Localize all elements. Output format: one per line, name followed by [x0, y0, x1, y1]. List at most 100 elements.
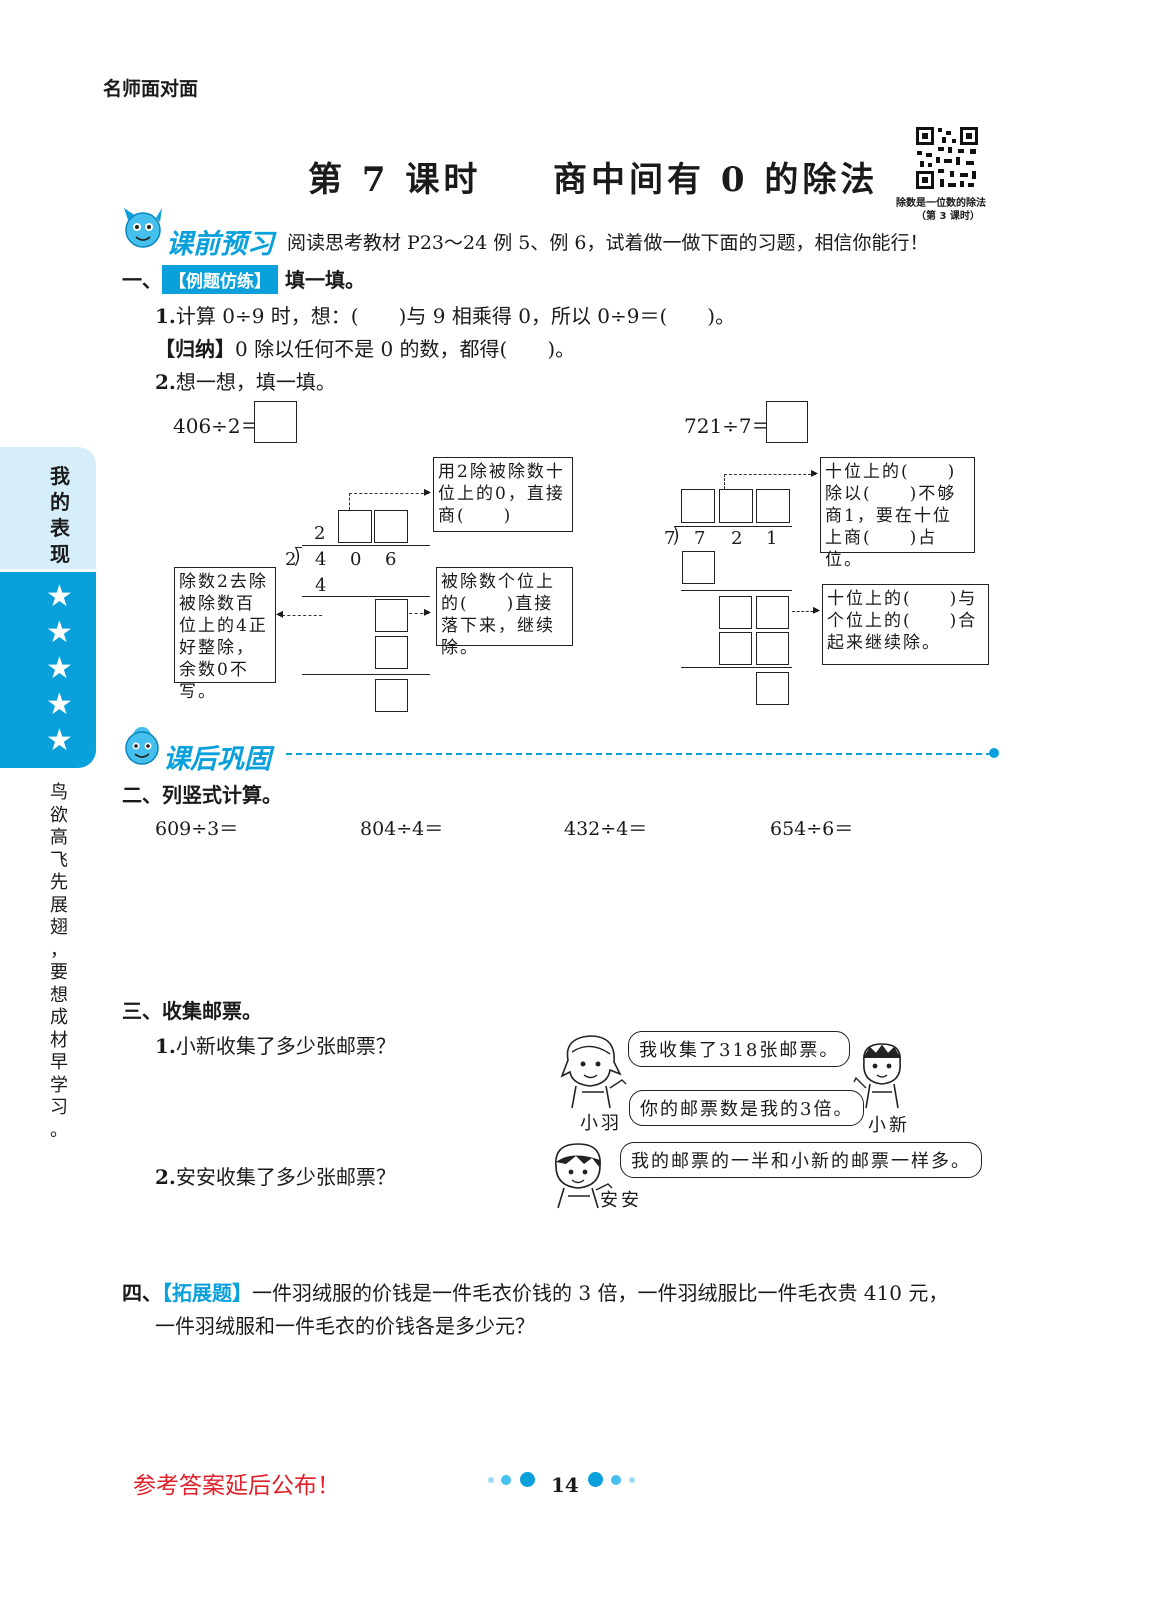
right-note-mid: 十位上的( )与个位上的( )合起来继续除。	[822, 584, 989, 665]
right-step-box-2[interactable]	[719, 596, 752, 629]
arrow-right-icon: ▸	[811, 465, 819, 481]
summary: 【归纳】0 除以任何不是 0 的数，都得( )。	[155, 333, 575, 362]
right-answer-box[interactable]	[766, 401, 808, 443]
right-step-box-3[interactable]	[756, 596, 789, 629]
left-arrow-top-h	[349, 493, 429, 494]
name-xiaoxin: 小新	[868, 1115, 910, 1136]
left-note-mid: 被除数个位上的( )直接落下来，继续除。	[436, 567, 573, 658]
right-step-box-1[interactable]	[682, 551, 715, 584]
series-name: 名师面对面	[103, 78, 199, 100]
example-tag: 【例题仿练】	[162, 265, 278, 294]
left-quotient-box-tens[interactable]	[338, 510, 372, 543]
lesson-topic: 商中间有 0 的除法	[553, 160, 879, 200]
arrow-right-icon: ▸	[424, 484, 432, 500]
star-icon[interactable]: ★	[46, 651, 73, 686]
question1-text: 计算 0÷9 时，想：( )与 9 相乘得 0，所以 0÷9＝( )。	[175, 304, 736, 328]
right-rule-2	[681, 667, 792, 668]
section4-number: 四、	[122, 1281, 162, 1305]
sidebar-label-panel	[0, 447, 96, 569]
stamp-question1: 1.小新收集了多少张邮票？	[155, 1030, 396, 1059]
star-icon[interactable]: ★	[46, 687, 73, 722]
section2-heading: 二、列竖式计算。	[122, 783, 282, 807]
arrow-right-icon: ▸	[813, 602, 821, 618]
arrow-right-icon: ▸	[424, 604, 432, 620]
right-quotient-box-tens[interactable]	[719, 489, 753, 523]
qr-code[interactable]	[914, 125, 980, 191]
preview-instruction: 阅读思考教材 P23～24 例 5、例 6，试着做一做下面的习题，相信你能行！	[287, 232, 929, 254]
section1-title: 填一填。	[284, 268, 365, 292]
right-quotient-box-hundreds[interactable]	[681, 489, 715, 523]
left-division-bar	[302, 545, 430, 546]
footer-dot	[588, 1472, 603, 1487]
footer-dot	[629, 1477, 635, 1483]
right-dividend-tens: 2	[731, 528, 743, 549]
left-rule-2	[302, 674, 430, 675]
question1: 1.计算 0÷9 时，想：( )与 9 相乘得 0，所以 0÷9＝( )。	[155, 300, 735, 329]
question2-text: 想一想，填一填。	[175, 370, 336, 394]
sidebar-stars-panel	[0, 572, 96, 768]
lesson-number: 第 7 课时	[308, 160, 482, 200]
right-note-top: 十位上的( )除以( )不够商1，要在十位上商( )占位。	[820, 457, 975, 570]
qr-caption-2: （第 3 课时）	[916, 211, 980, 222]
right-step-box-4[interactable]	[719, 632, 752, 665]
left-answer-box[interactable]	[254, 401, 297, 443]
left-bracket-icon: ⟌	[294, 546, 303, 570]
left-step-box-2[interactable]	[375, 636, 408, 669]
qr-caption-1: 除数是一位数的除法	[896, 198, 986, 209]
section1-heading: 一、【例题仿练】 填一填。	[122, 264, 365, 294]
question2: 2.想一想，填一填。	[155, 366, 336, 395]
boy-xiaoxin-icon	[852, 1038, 912, 1110]
right-arrow-top-v	[724, 474, 725, 489]
star-icon[interactable]: ★	[46, 579, 73, 614]
footer-dot	[501, 1475, 511, 1485]
left-quotient-box-ones[interactable]	[374, 510, 408, 543]
stamp-question2-text: 安安收集了多少张邮票？	[175, 1165, 396, 1189]
section4-line2: 一件羽绒服和一件毛衣的价钱各是多少元？	[155, 1314, 535, 1338]
left-remainder-box[interactable]	[375, 679, 408, 712]
right-step-box-5[interactable]	[756, 632, 789, 665]
right-dividend-ones: 1	[766, 528, 778, 549]
calc-item-2: 804÷4＝	[360, 818, 444, 840]
arrow-left-icon: ◂	[276, 606, 284, 622]
speech-bubble-xiaoyu: 我收集了318张邮票。	[628, 1031, 851, 1067]
stamp-question1-text: 小新收集了多少张邮票？	[175, 1034, 396, 1058]
left-step-box-1[interactable]	[375, 599, 408, 632]
left-divisor: 2	[285, 549, 297, 570]
girl-anan-icon	[548, 1138, 614, 1210]
right-bracket-icon: ⟌	[673, 525, 682, 549]
name-anan: 安安	[600, 1190, 642, 1211]
calc-item-4: 654÷6＝	[770, 818, 854, 840]
star-icon[interactable]: ★	[46, 723, 73, 758]
extension-tag: 【拓展题】	[162, 1281, 252, 1305]
sidebar-label: 我的表现	[50, 464, 70, 566]
page-title: 第 7 课时 商中间有 0 的除法	[308, 152, 878, 201]
calc-item-1: 609÷3＝	[155, 818, 239, 840]
review-divider	[286, 753, 992, 755]
review-banner: 课后巩固	[163, 744, 271, 775]
right-expression: 721÷7＝	[684, 414, 772, 438]
left-expression: 406÷2＝	[173, 414, 261, 438]
stamp-question2-number: 2.	[155, 1165, 176, 1189]
speech-bubble-anan: 我的邮票的一半和小新的邮票一样多。	[620, 1142, 982, 1178]
left-note-top: 用2除被除数十位上的0，直接商( )	[433, 457, 573, 532]
right-quotient-box-ones[interactable]	[756, 489, 790, 523]
question1-number: 1.	[155, 304, 176, 328]
question2-number: 2.	[155, 370, 176, 394]
star-icon[interactable]: ★	[46, 615, 73, 650]
section4-text1: 一件羽绒服的价钱是一件毛衣价钱的 3 倍，一件羽绒服比一件毛衣贵 410 元，	[252, 1281, 949, 1305]
footer-dot	[611, 1475, 621, 1485]
calc-item-3: 432÷4＝	[564, 818, 648, 840]
right-rule-1	[681, 590, 792, 591]
speech-bubble-xiaoxin: 你的邮票数是我的3倍。	[629, 1090, 865, 1126]
stamp-question1-number: 1.	[155, 1034, 176, 1058]
summary-tag: 【归纳】	[155, 337, 235, 361]
sidebar-motto: 鸟欲高飞 先展翅， 要想成材 早学习。	[50, 782, 68, 1141]
right-remainder-box[interactable]	[756, 672, 789, 705]
left-subtract-1: 4	[315, 575, 327, 596]
preview-banner: 课前预习	[166, 229, 274, 260]
right-division-bar	[681, 526, 792, 527]
stamp-question2: 2.安安收集了多少张邮票？	[155, 1161, 396, 1190]
page-number: 14	[551, 1473, 579, 1497]
left-rule-1	[302, 596, 430, 597]
section1-number: 一、	[122, 268, 162, 292]
